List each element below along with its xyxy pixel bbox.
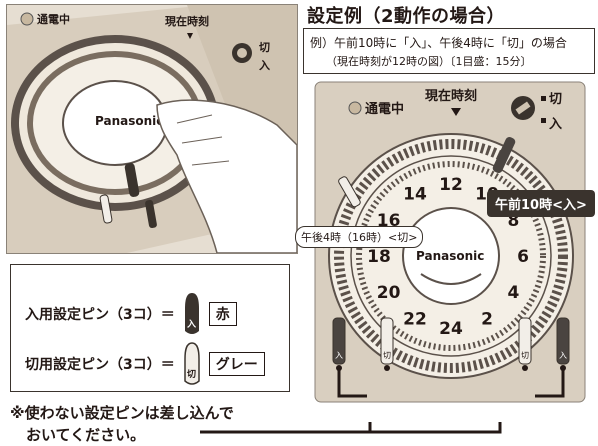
note-line-1: ※使わない設定ピンは差し込んで xyxy=(10,404,234,422)
on-pin-icon: 入 xyxy=(184,293,199,334)
photo-brand: Panasonic xyxy=(95,114,163,128)
spare-pins: 入切切入 xyxy=(332,317,570,371)
diagram-status-label: 通電中 xyxy=(365,101,404,117)
example-title: 設定例（2動作の場合） xyxy=(307,6,506,27)
diagram-switch-off: 切 xyxy=(549,92,562,107)
legend-off-pin-color: グレー xyxy=(208,352,265,376)
spare-off-pin-icon xyxy=(518,317,532,365)
off-pin-icon: 切 xyxy=(184,342,200,385)
timer-setting-diagram: 通電中 現在時刻 切 入 Panasonic 12108642242220181… xyxy=(295,78,598,408)
dial-number: 4 xyxy=(507,283,519,303)
timer-photo-illustration: Panasonic 通電中 現在時刻 切 入 xyxy=(6,4,298,254)
photo-status-label: 通電中 xyxy=(37,12,70,26)
spare-on-pin-icon xyxy=(556,317,570,365)
dial-number: 8 xyxy=(507,211,519,231)
dial-number: 14 xyxy=(403,185,427,205)
spare-pin-mark: 入 xyxy=(335,351,343,360)
spare-pin-mark: 切 xyxy=(383,351,391,360)
current-time-pointer-icon xyxy=(451,108,461,116)
dial-number: 6 xyxy=(517,247,529,267)
legend-off-pin-row: 切用設定ピン（3コ）＝ 切 グレー xyxy=(25,341,265,387)
note-connector-line xyxy=(200,422,502,434)
off-pin-mark: 切 xyxy=(187,369,196,380)
on-pin-set-icon xyxy=(492,136,516,174)
dial-number: 18 xyxy=(367,247,391,267)
pin-legend: 入用設定ピン（3コ）＝ 入 赤 切用設定ピン（3コ）＝ 切 グレー xyxy=(10,264,290,392)
dial-number: 12 xyxy=(439,175,463,195)
diagram-brand: Panasonic xyxy=(416,249,484,263)
photo-switch-on: 入 xyxy=(259,59,270,72)
legend-on-pin-row: 入用設定ピン（3コ）＝ 入 赤 xyxy=(25,291,237,337)
on-pin-mark: 入 xyxy=(186,319,196,330)
example-box: 例）午前10時に「入」、午後4時に「切」の場合 （現在時刻が12時の図）〔1目盛… xyxy=(303,28,595,74)
note-line-2: おいてください。 xyxy=(26,426,146,444)
dial-number: 2 xyxy=(481,309,493,329)
off-pin-set-icon xyxy=(338,176,361,208)
spare-on-pin-icon xyxy=(332,317,346,365)
diagram-current-time-label: 現在時刻 xyxy=(425,88,477,104)
legend-on-pin-color: 赤 xyxy=(208,302,237,326)
photo-switch-off: 切 xyxy=(259,41,270,54)
callout-on-time: 午前10時<入> xyxy=(487,190,595,217)
example-line-2: （現在時刻が12時の図）〔1目盛：15分〕 xyxy=(326,55,532,68)
legend-off-pin-label: 切用設定ピン（3コ）＝ xyxy=(25,357,175,373)
timer-photo-drawing: Panasonic 通電中 現在時刻 切 入 xyxy=(7,5,297,253)
spare-off-pin-icon xyxy=(380,317,394,365)
dial-number: 22 xyxy=(403,309,427,329)
legend-on-pin-label: 入用設定ピン（3コ）＝ xyxy=(25,307,175,323)
dial-numbers: 12108642242220181614 xyxy=(367,175,529,339)
dial-number: 24 xyxy=(439,319,463,339)
callout-off-time: 午後4時（16時）<切> xyxy=(295,226,424,248)
dial-number: 20 xyxy=(377,283,401,303)
spare-pin-mark: 切 xyxy=(521,351,529,360)
diagram-switch-on: 入 xyxy=(549,117,562,132)
unused-pins-note: ※使わない設定ピンは差し込んで おいてください。 xyxy=(10,402,234,446)
example-line-1: 例）午前10時に「入」、午後4時に「切」の場合 xyxy=(310,36,567,50)
photo-current-time-label: 現在時刻 xyxy=(165,14,209,28)
spare-pin-mark: 入 xyxy=(559,351,567,360)
